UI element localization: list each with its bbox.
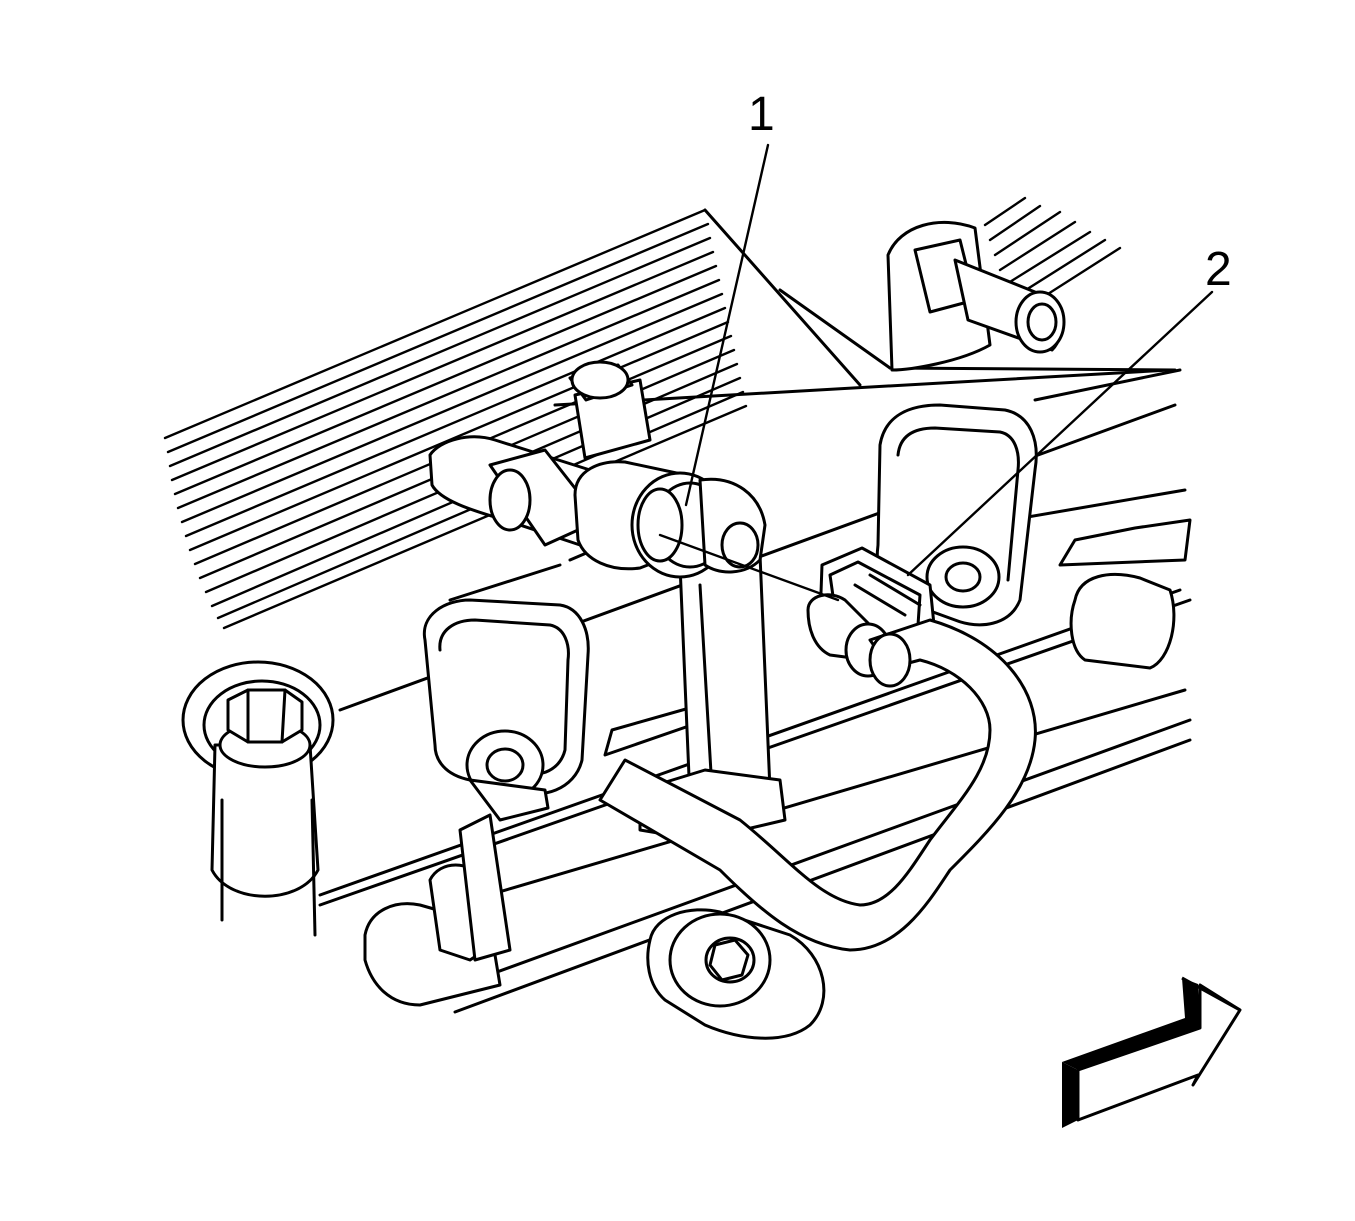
wire-harness-tube [598,618,1037,952]
lower-left-bolt [181,660,335,937]
connector-1 [428,360,767,579]
callout-2-leader [906,290,1214,577]
right-mount-ear [875,403,1192,670]
connector-link-line [658,533,840,602]
callout-label-1: 1 [748,88,775,141]
lower-left-bracket [363,813,512,1007]
callout-label-2: 2 [1205,243,1232,296]
lower-center-fastener [646,908,826,1040]
upper-right-fitting [886,220,1066,372]
callout-1-leader [684,143,770,507]
direction-arrow-icon [1062,976,1242,1128]
